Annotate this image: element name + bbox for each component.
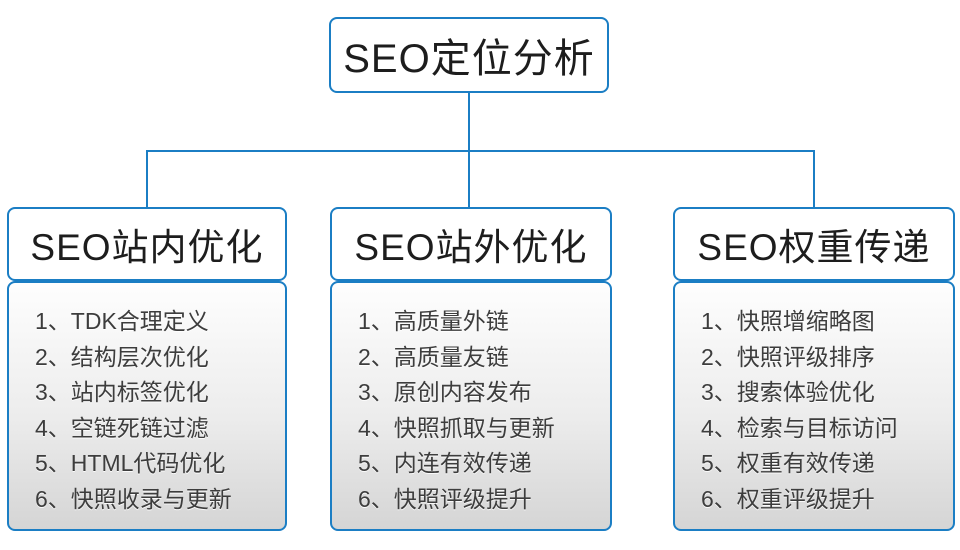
list-item: 6、快照评级提升 <box>358 485 532 512</box>
list-item: 5、内连有效传递 <box>358 450 532 476</box>
list-item: 1、快照增缩略图 <box>701 308 875 334</box>
column-list-weight: 1、快照增缩略图 2、快照评级排序 3、搜索体验优化 4、检索与目标访问 5、权… <box>673 281 955 531</box>
column-list-offsite: 1、高质量外链 2、高质量友链 3、原创内容发布 4、快照抓取与更新 5、内连有… <box>330 281 612 531</box>
column-list-onsite: 1、TDK合理定义 2、结构层次优化 3、站内标签优化 4、空链死链过滤 5、H… <box>7 281 287 531</box>
list-item: 6、快照收录与更新 <box>35 485 232 512</box>
list-item: 4、检索与目标访问 <box>701 414 898 441</box>
list-item: 2、高质量友链 <box>358 343 509 370</box>
connector-crossbar <box>146 150 815 152</box>
list-item: 4、空链死链过滤 <box>35 414 209 441</box>
list-item: 5、HTML代码优化 <box>35 450 226 476</box>
column-header-onsite: SEO站内优化 <box>7 207 287 281</box>
list-item: 6、权重评级提升 <box>701 485 875 512</box>
column-header-offsite: SEO站外优化 <box>330 207 612 281</box>
list-item: 3、站内标签优化 <box>35 379 209 405</box>
column-list-offsite-items: 1、高质量外链 2、高质量友链 3、原创内容发布 4、快照抓取与更新 5、内连有… <box>358 304 600 517</box>
connector-root-stem <box>468 93 470 151</box>
list-item: 1、TDK合理定义 <box>35 308 209 334</box>
column-list-onsite-items: 1、TDK合理定义 2、结构层次优化 3、站内标签优化 4、空链死链过滤 5、H… <box>35 304 275 517</box>
connector-drop-left <box>146 150 148 208</box>
root-node: SEO定位分析 <box>329 17 609 93</box>
list-item: 3、搜索体验优化 <box>701 379 875 405</box>
root-node-title: SEO定位分析 <box>343 37 595 81</box>
column-header-offsite-title: SEO站外优化 <box>354 227 588 268</box>
list-item: 2、结构层次优化 <box>35 343 209 370</box>
column-header-weight: SEO权重传递 <box>673 207 955 281</box>
column-list-weight-items: 1、快照增缩略图 2、快照评级排序 3、搜索体验优化 4、检索与目标访问 5、权… <box>701 304 943 517</box>
list-item: 3、原创内容发布 <box>358 379 532 405</box>
list-item: 4、快照抓取与更新 <box>358 414 555 441</box>
list-item: 5、权重有效传递 <box>701 450 875 476</box>
column-header-onsite-title: SEO站内优化 <box>30 227 264 268</box>
connector-drop-center <box>468 150 470 208</box>
connector-drop-right <box>813 150 815 208</box>
list-item: 2、快照评级排序 <box>701 343 875 370</box>
column-header-weight-title: SEO权重传递 <box>697 227 931 268</box>
list-item: 1、高质量外链 <box>358 308 509 334</box>
